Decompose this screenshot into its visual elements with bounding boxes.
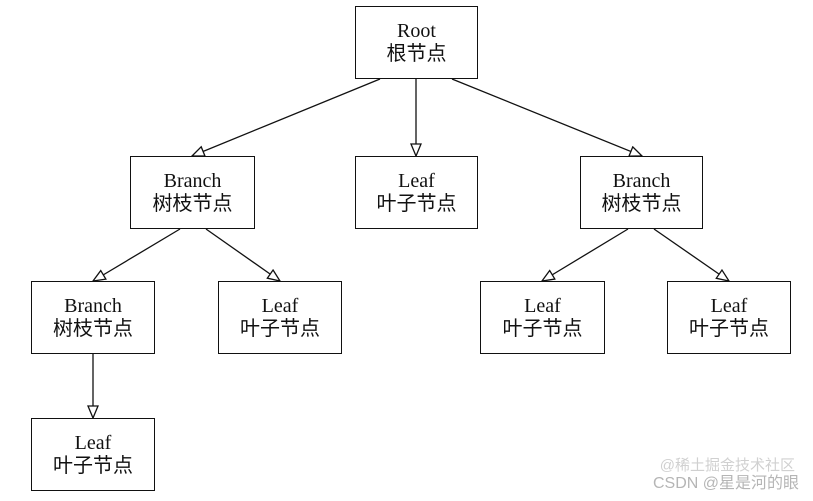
leaf-node-3-title: Leaf <box>524 294 561 317</box>
edge-branch-1-branch-3 <box>93 228 181 281</box>
leaf-node-5-title: Leaf <box>74 431 112 454</box>
leaf-node-4-subtitle: 叶子节点 <box>689 317 769 340</box>
leaf-node-5-subtitle: 叶子节点 <box>53 454 133 477</box>
branch-node-1-title: Branch <box>163 169 222 192</box>
leaf-node-4-title: Leaf <box>710 294 748 317</box>
leaf-node-2-subtitle: 叶子节点 <box>240 317 320 340</box>
watermark-top: @稀土掘金技术社区 <box>659 457 795 474</box>
root-node-subtitle: 根节点 <box>386 42 447 65</box>
leaf-node-2: Leaf 叶子节点 <box>218 281 342 354</box>
branch-node-2: Branch 树枝节点 <box>580 156 703 229</box>
leaf-node-4: Leaf 叶子节点 <box>667 281 791 354</box>
branch-node-3: Branch 树枝节点 <box>31 281 155 354</box>
branch-node-2-title: Branch <box>612 169 671 192</box>
edge-branch-2-leaf-3 <box>542 228 629 281</box>
branch-node-3-title: Branch <box>64 294 122 317</box>
root-node-title: Root <box>397 19 436 42</box>
leaf-node-3-subtitle: 叶子节点 <box>502 317 583 340</box>
branch-node-3-subtitle: 树枝节点 <box>53 317 133 340</box>
edge-branch-2-leaf-4 <box>653 228 729 281</box>
watermark-bottom: CSDN @星是河的眼 <box>652 475 799 492</box>
branch-node-2-subtitle: 树枝节点 <box>601 192 682 215</box>
watermark: @稀土掘金技术社区 CSDN @星是河的眼 <box>652 457 799 493</box>
leaf-node-1: Leaf 叶子节点 <box>355 156 478 229</box>
edge-branch-1-leaf-2 <box>205 228 280 281</box>
leaf-node-3: Leaf 叶子节点 <box>480 281 605 354</box>
edge-root-branch-1 <box>192 78 381 156</box>
leaf-node-1-subtitle: 叶子节点 <box>376 192 457 215</box>
leaf-node-5: Leaf 叶子节点 <box>31 418 155 491</box>
leaf-node-2-title: Leaf <box>261 294 299 317</box>
branch-node-1-subtitle: 树枝节点 <box>152 192 233 215</box>
branch-node-1: Branch 树枝节点 <box>130 156 255 229</box>
edge-root-branch-2 <box>451 78 642 156</box>
leaf-node-1-title: Leaf <box>398 169 435 192</box>
root-node: Root 根节点 <box>355 6 478 79</box>
